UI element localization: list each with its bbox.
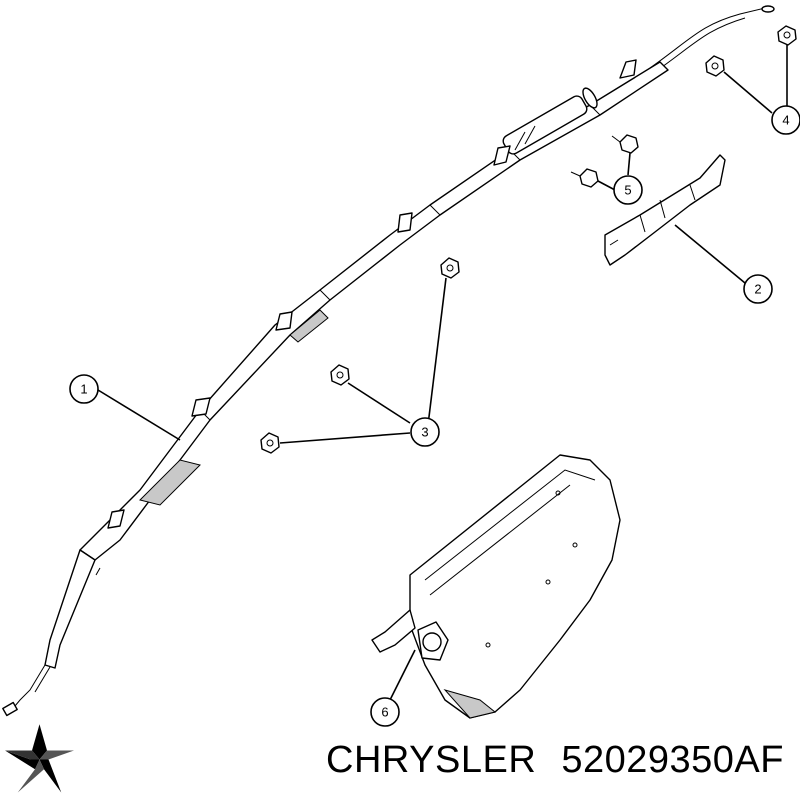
curtain-airbag-part	[2, 5, 775, 717]
callout-label-3: 3	[421, 425, 428, 440]
bolt-part-5	[570, 134, 639, 188]
leader-3a	[427, 277, 447, 426]
part-number: 52029350AF	[561, 739, 784, 781]
leader-3c	[279, 432, 411, 444]
callout-1: 1	[69, 374, 99, 404]
callout-label-1: 1	[80, 382, 87, 397]
nut-part-4	[705, 25, 797, 77]
callout-label-5: 5	[624, 183, 631, 198]
brand-name: CHRYSLER	[326, 739, 537, 781]
nut-part-3	[260, 257, 460, 454]
callout-3: 3	[410, 417, 440, 447]
leader-3b	[347, 382, 411, 424]
callout-5: 5	[613, 175, 643, 205]
callout-label-6: 6	[381, 705, 388, 720]
footer-caption: CHRYSLER 52029350AF	[326, 739, 784, 782]
callout-label-4: 4	[782, 113, 789, 128]
leader-6	[389, 649, 416, 701]
callout-label-2: 2	[754, 282, 761, 297]
leader-1	[97, 389, 181, 441]
callout-4: 4	[771, 105, 800, 135]
bracket-part	[604, 154, 726, 266]
leader-2	[674, 224, 746, 284]
leader-4b	[723, 71, 773, 114]
leader-5a	[627, 152, 631, 176]
leader-lines	[97, 45, 788, 701]
callout-6: 6	[370, 697, 400, 727]
callout-2: 2	[743, 274, 773, 304]
leader-5b	[597, 180, 616, 191]
side-airbag-part	[371, 454, 621, 719]
pentastar-logo-icon	[5, 724, 74, 793]
